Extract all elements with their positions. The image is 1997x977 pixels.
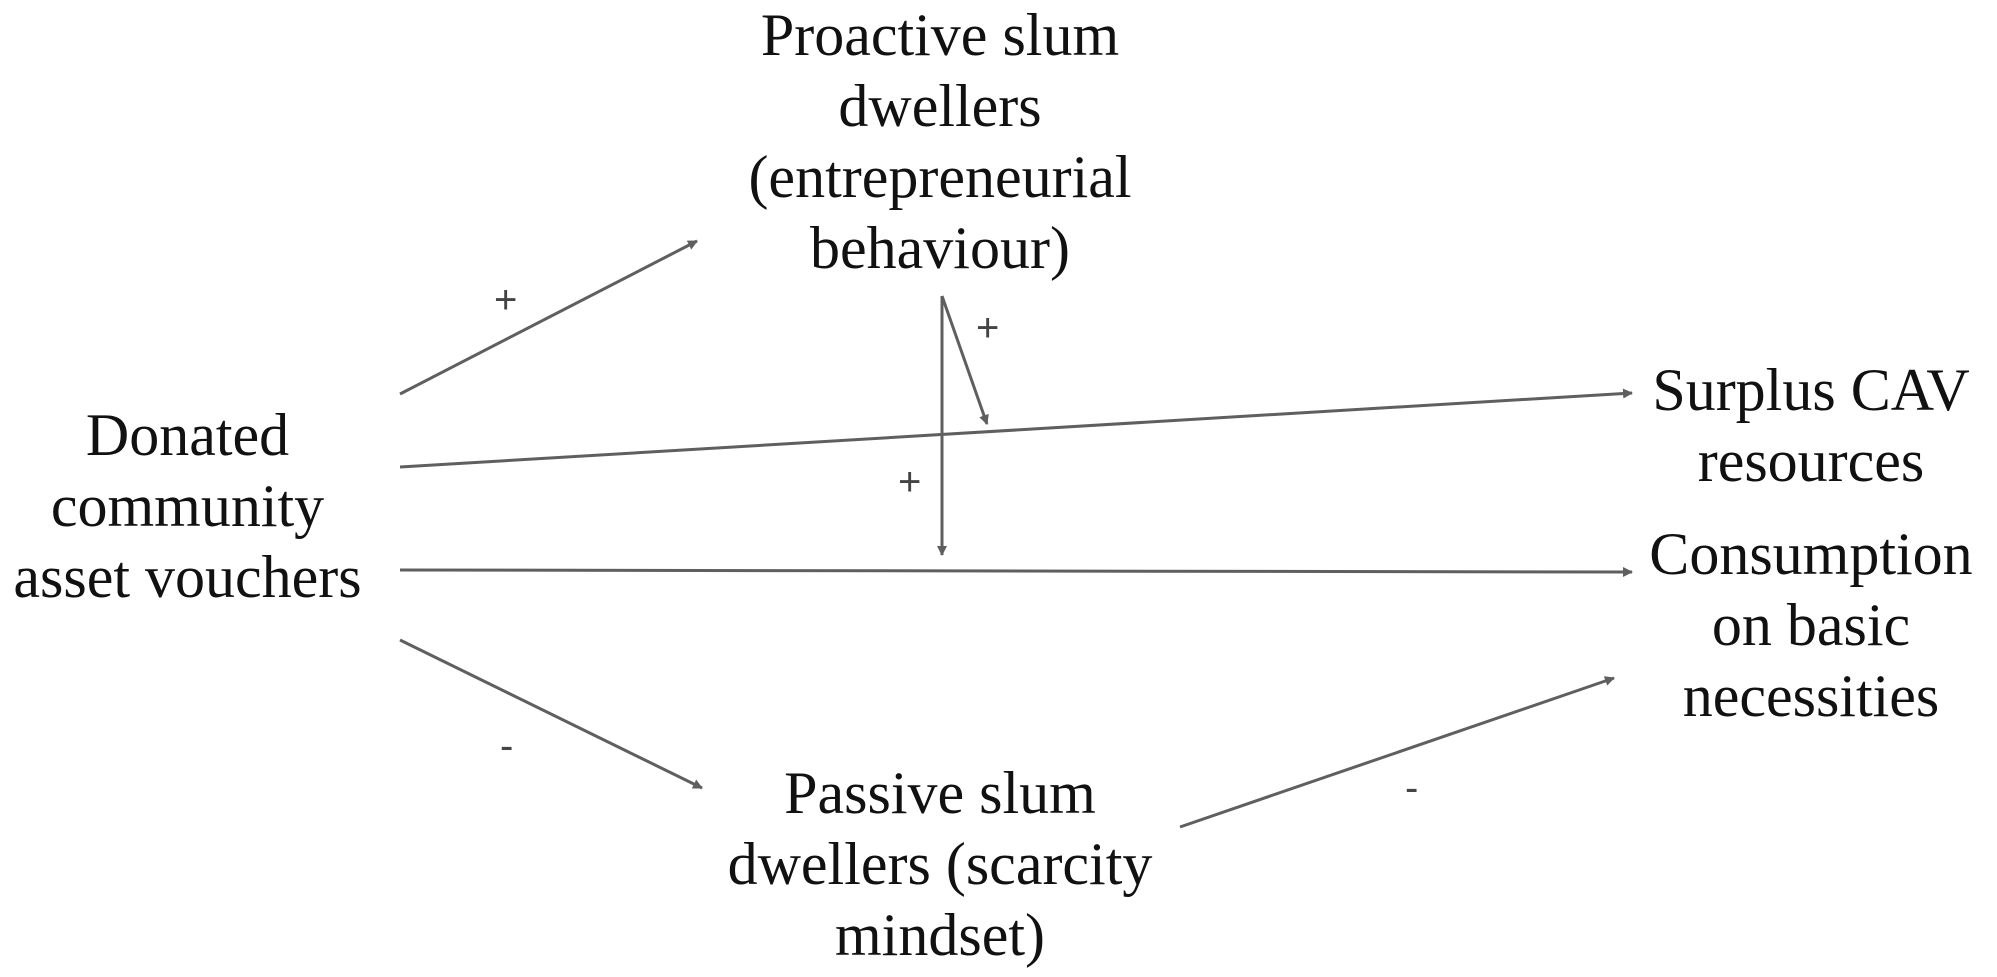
edge-vouchers-to-consumption	[399, 566, 1633, 577]
node-consumption: Consumption on basic necessities	[1649, 521, 1973, 729]
node-donated-vouchers: Donated community asset vouchers	[13, 402, 362, 610]
edge-vouchers-to-surplus	[399, 388, 1633, 469]
edge-passive-to-consumption	[1179, 676, 1615, 829]
sign-vouchers-to-proactive: +	[494, 278, 518, 322]
node-passive-dwellers: Passive slum dwellers (scarcity mindset)	[727, 760, 1153, 968]
edge-vouchers-to-passive	[399, 638, 703, 790]
sign-proactive-moderates-surplus: +	[976, 306, 1000, 350]
node-proactive-dwellers: Proactive slum dwellers (entrepreneurial…	[748, 2, 1132, 281]
sign-passive-to-consumption: -	[1405, 766, 1419, 810]
sign-proactive-moderates-consumption: +	[898, 460, 922, 504]
edge-proactive-moderates-surplus	[940, 295, 989, 425]
sign-vouchers-to-passive: -	[500, 724, 514, 768]
edge-vouchers-to-proactive	[399, 239, 698, 396]
node-surplus-cav: Surplus CAV resources	[1652, 357, 1970, 494]
